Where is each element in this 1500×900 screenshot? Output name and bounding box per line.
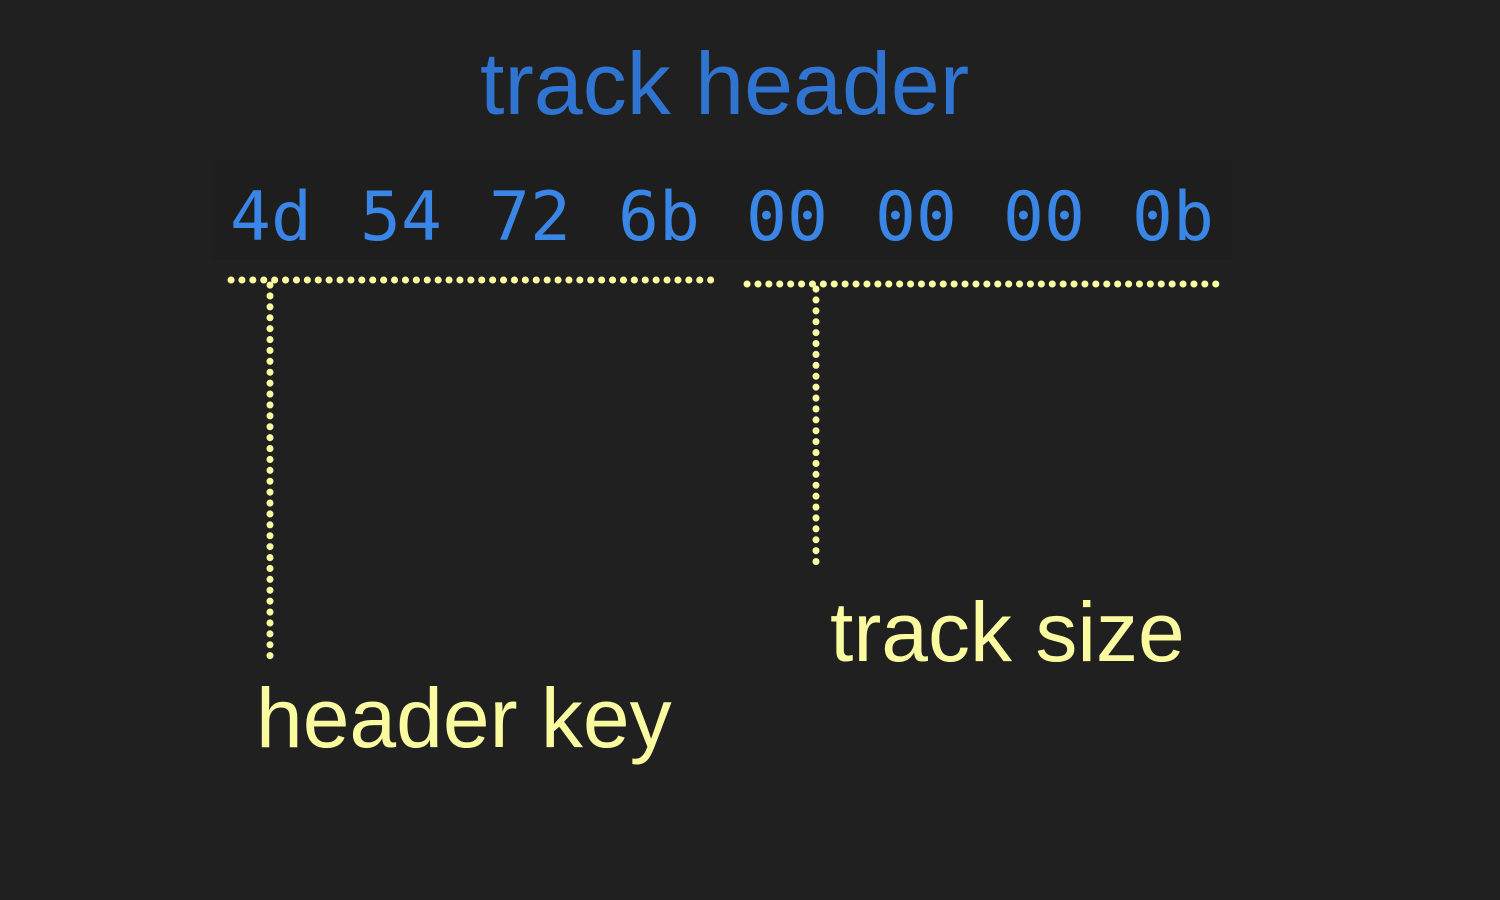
diagram-title: track header [480,34,970,133]
hex-byte-2: 72 [489,178,571,257]
hex-byte-7: 0b [1132,178,1214,257]
header-key-label: header key [256,671,672,765]
hex-byte-0: 4d [230,178,312,257]
track-size-label: track size [830,585,1185,679]
hex-byte-6: 00 [1003,178,1085,257]
hex-byte-1: 54 [360,178,442,257]
hex-byte-5: 00 [875,178,957,257]
hex-byte-4: 00 [746,178,828,257]
hex-byte-3: 6b [618,178,700,257]
hex-dump-strip [212,160,1232,260]
